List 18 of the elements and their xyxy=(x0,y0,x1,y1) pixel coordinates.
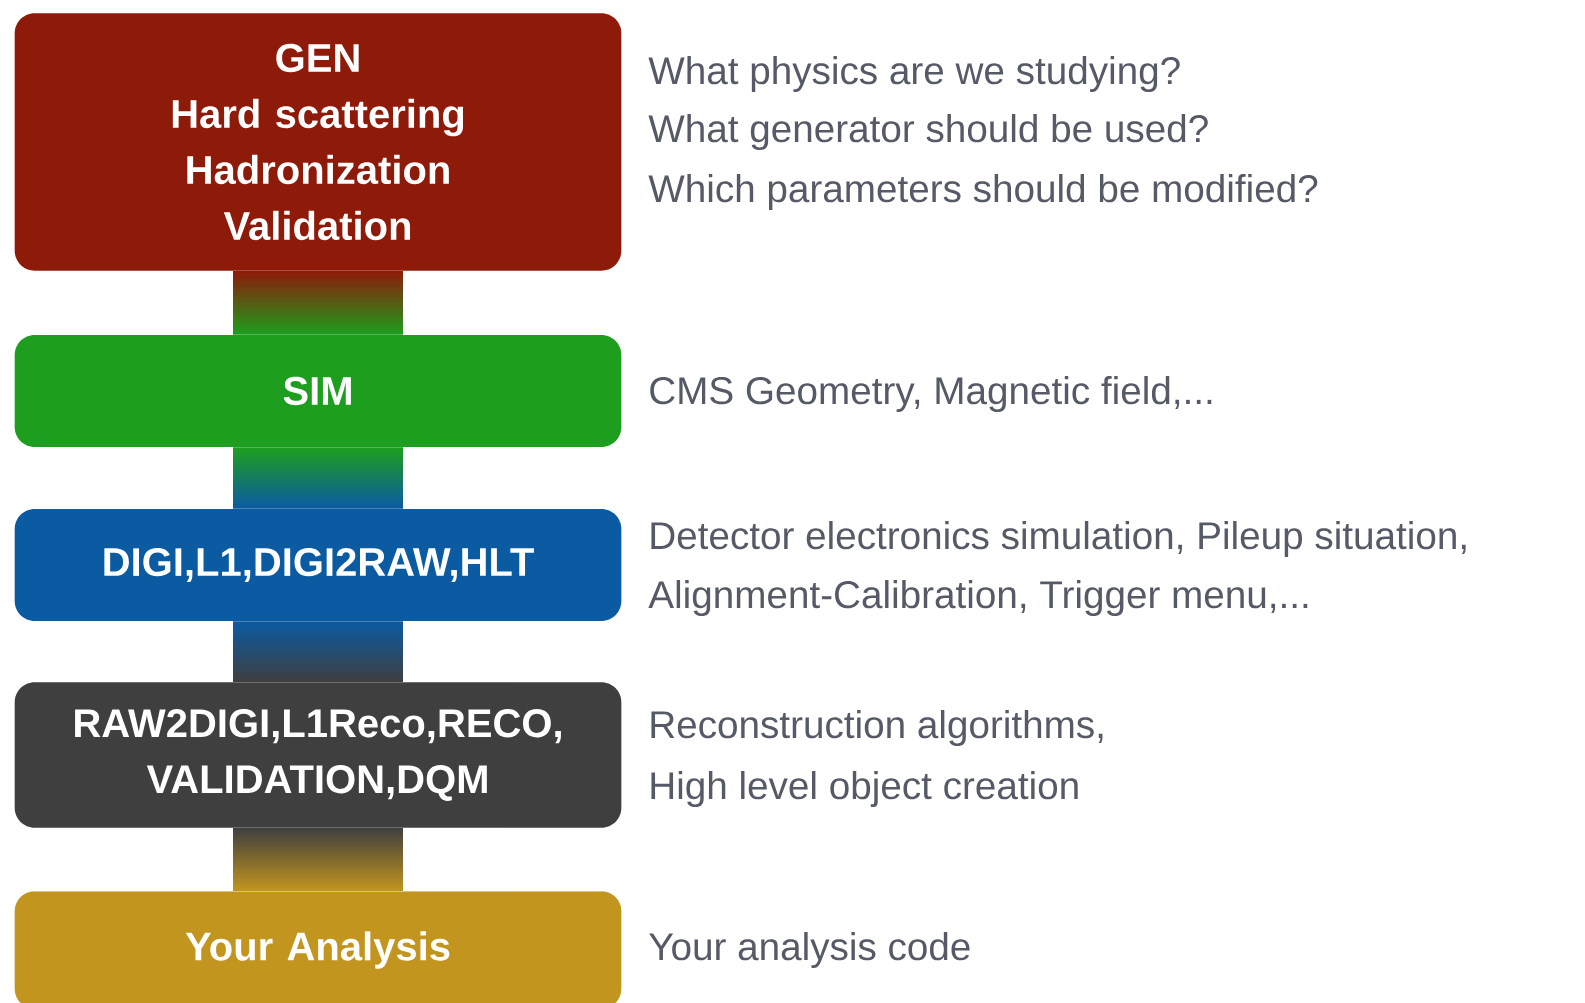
stage-box: RAW2DIGI,L1Reco,RECO, VALIDATION,DQM xyxy=(14,682,622,828)
description-text: Which parameters should be modified? xyxy=(648,174,1318,211)
description-text: High level object creation xyxy=(651,770,1078,807)
connector-bar xyxy=(233,827,403,892)
description-text: CMS Geometry, Magnetic field,... xyxy=(650,376,1212,413)
description-text: Detector electronics simulation, Pileup situation, xyxy=(651,520,1466,558)
description-text: What physics are we studying? xyxy=(648,56,1180,93)
connector-bar xyxy=(233,270,403,335)
description-text: What generator should be used? xyxy=(648,114,1208,151)
description-text: Alignment-Calibration, Trigger menu,... xyxy=(648,579,1308,616)
stage-box: Your Analysis xyxy=(14,891,622,1003)
stage-box: DIGI,L1,DIGI2RAW,HLT xyxy=(14,509,622,621)
connector-bar xyxy=(233,447,403,509)
connector-bar xyxy=(233,621,403,683)
description-text: Reconstruction algorithms, xyxy=(651,709,1103,746)
stage-box: GEN Hard scattering Hadronization Validation xyxy=(14,13,622,271)
stage-box: SIM xyxy=(14,335,622,447)
description-text: Your analysis code xyxy=(649,931,970,968)
